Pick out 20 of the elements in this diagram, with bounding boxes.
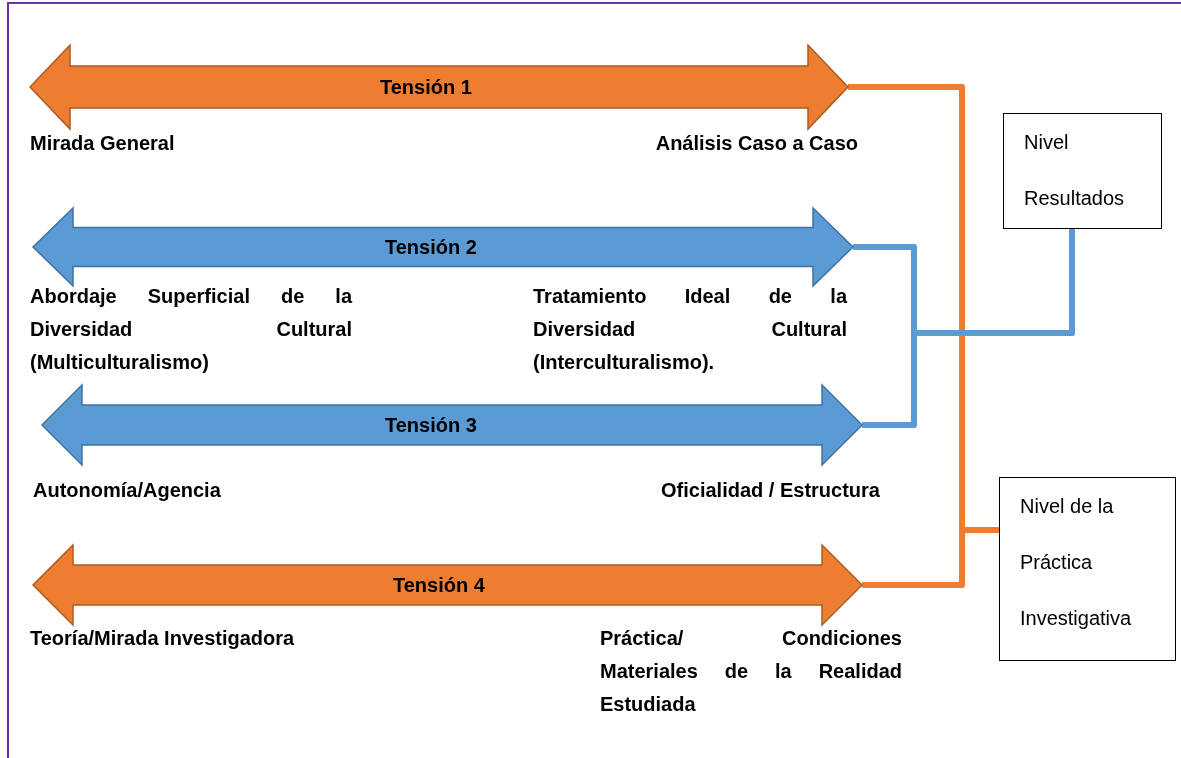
level-box: Nivel Resultados xyxy=(1003,113,1162,229)
arrow-label: Tensión 4 xyxy=(393,573,485,597)
double-arrow xyxy=(33,545,862,625)
end-label: Teoría/Mirada Investigadora xyxy=(30,626,296,651)
arrow-label: Tensión 2 xyxy=(385,235,477,259)
end-label: Abordaje Superficial de la Diversidad Cultural (Multiculturalismo) xyxy=(30,284,352,375)
double-arrow xyxy=(30,45,848,129)
arrow-label: Tensión 1 xyxy=(380,75,472,99)
bracket-connector xyxy=(862,229,1075,428)
end-label: Mirada General xyxy=(30,131,176,156)
end-label: Autonomía/Agencia xyxy=(33,478,222,503)
level-box: Nivel de la Práctica Investigativa xyxy=(999,477,1176,661)
end-label: Análisis Caso a Caso xyxy=(654,131,858,156)
arrow-label: Tensión 3 xyxy=(385,413,477,437)
end-label: Práctica/ Condiciones Materiales de la Realidad Estudiada xyxy=(600,626,902,717)
double-arrow xyxy=(33,208,853,286)
end-label: Tratamiento Ideal de la Diversidad Cultural (Interculturalismo). xyxy=(533,284,847,375)
end-label: Oficialidad / Estructura xyxy=(660,478,880,503)
double-arrow xyxy=(42,385,862,465)
bracket-connector xyxy=(862,527,999,588)
